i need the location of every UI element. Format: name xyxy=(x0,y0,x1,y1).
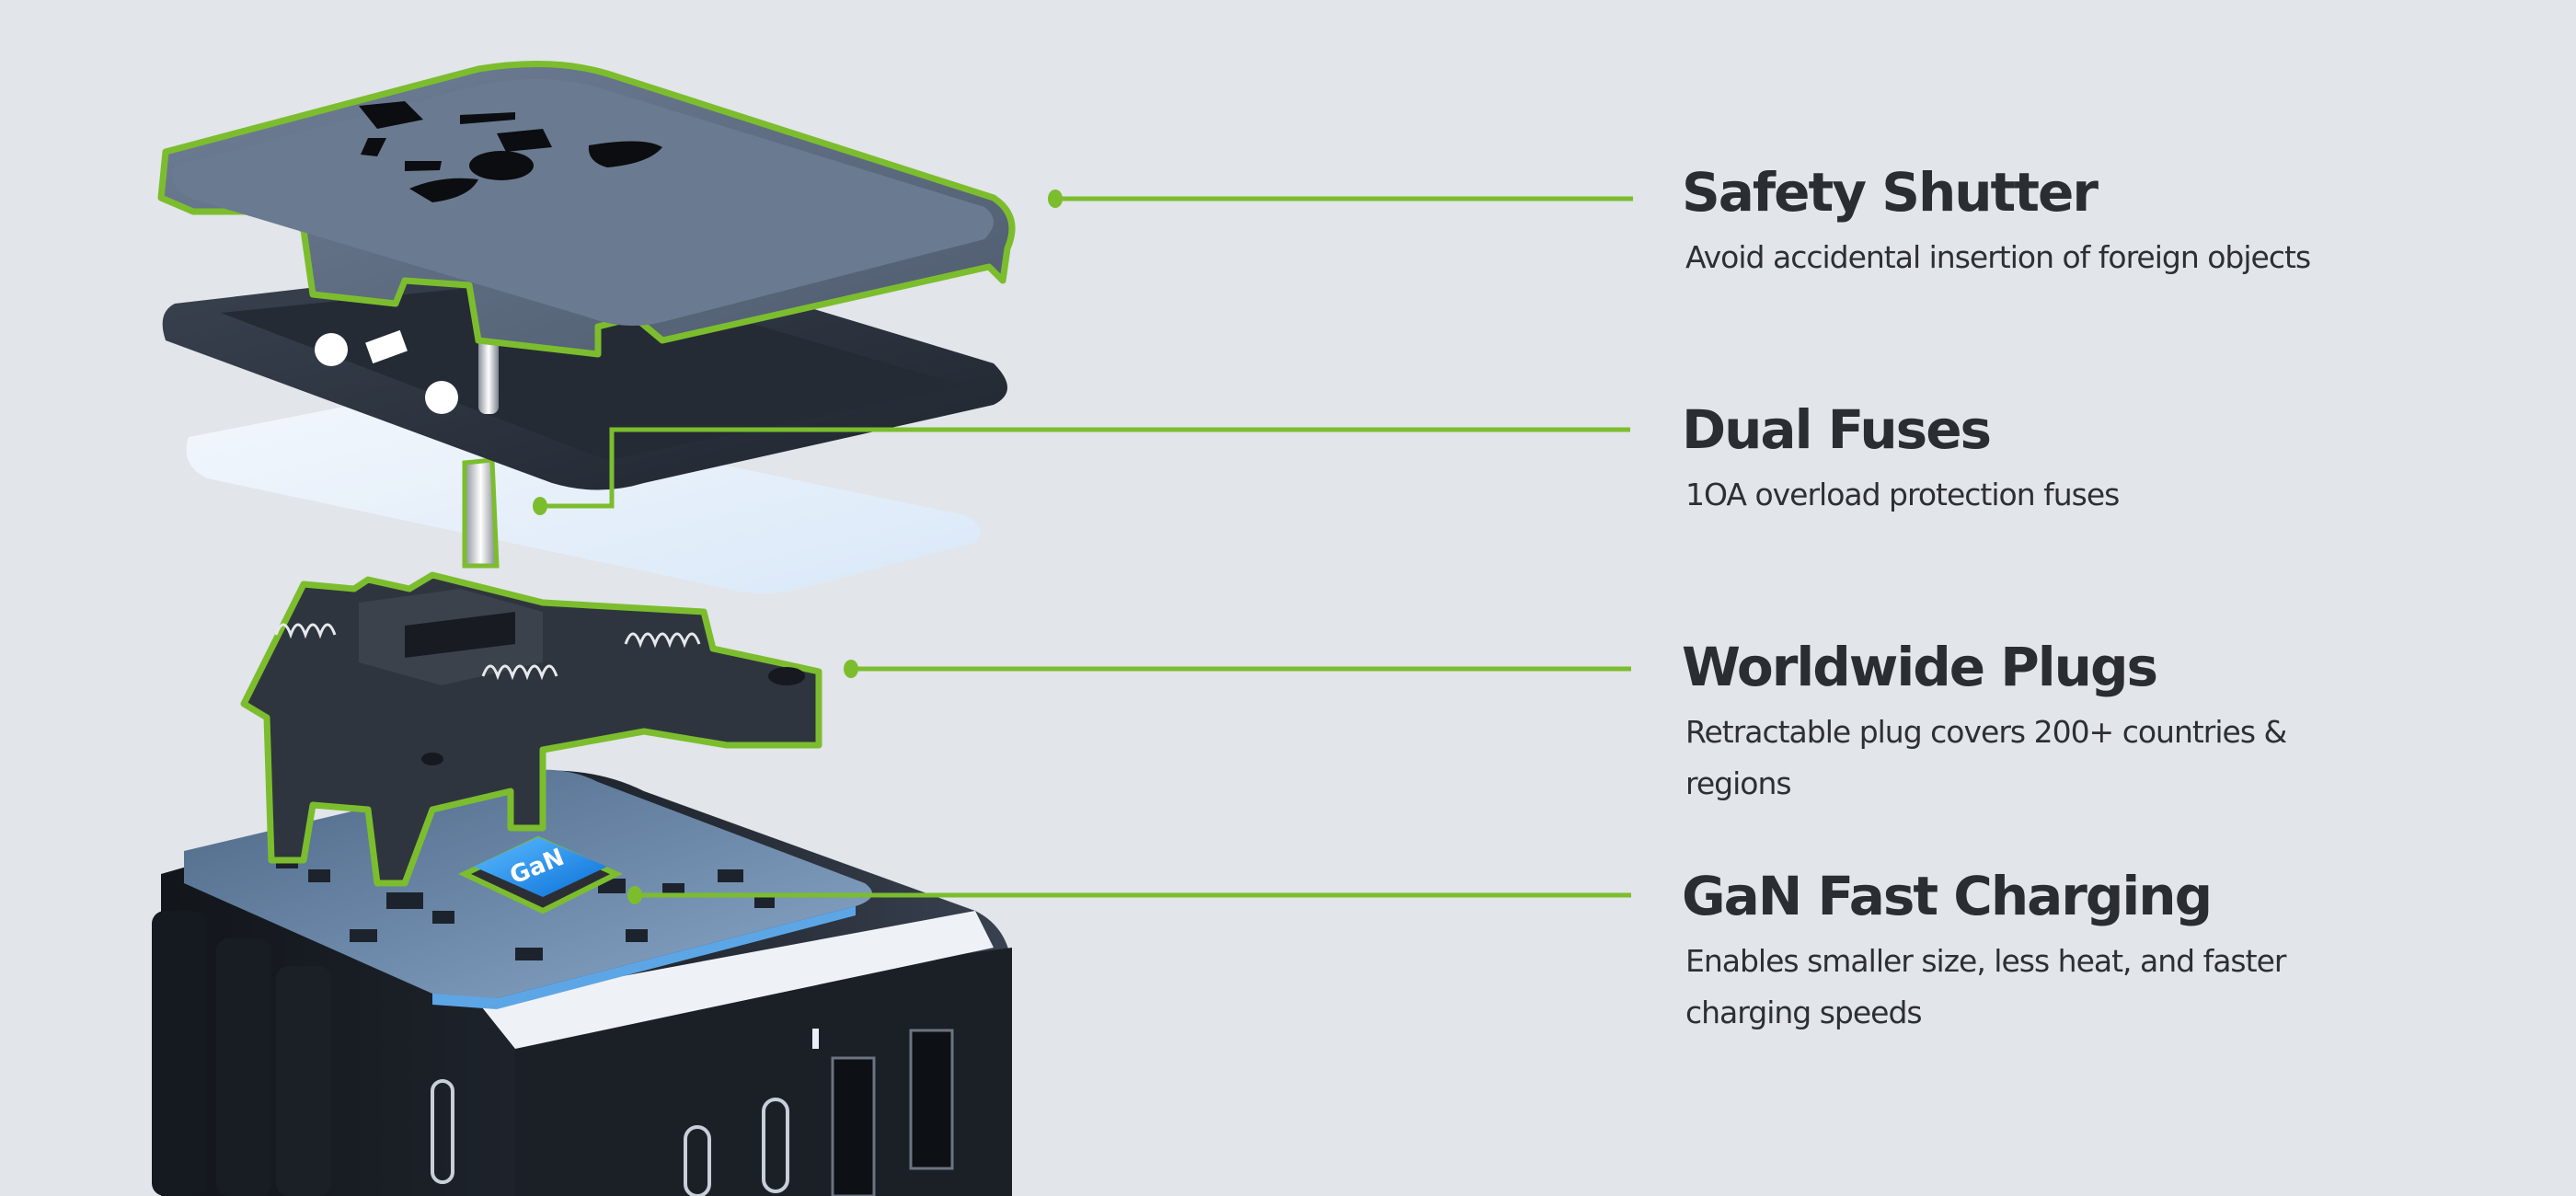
feature-title: Dual Fuses xyxy=(1682,398,1992,461)
feature-title: GaN Fast Charging xyxy=(1682,865,2213,927)
feature-safety-shutter: Safety Shutter Avoid accidental insertio… xyxy=(1682,166,2385,283)
feature-gan-fast-charging: GaN Fast Charging Enables smaller size, … xyxy=(1682,869,2311,1039)
spring-icon xyxy=(274,623,701,681)
plug-mechanism xyxy=(240,571,822,887)
callout-dot xyxy=(1048,190,1063,208)
feature-description: 1OA overload protection fuses xyxy=(1685,477,2120,512)
gan-chip: GaN xyxy=(457,835,624,914)
feature-title: Worldwide Plugs xyxy=(1682,636,2158,698)
feature-title: Safety Shutter xyxy=(1682,161,2099,224)
fuse xyxy=(462,457,500,569)
feature-description: Avoid accidental insertion of foreign ob… xyxy=(1685,239,2311,275)
exploded-adapter-illustration: GaN xyxy=(152,61,1016,1196)
usb-c-port-icon xyxy=(684,1125,711,1196)
usb-a-port-icon xyxy=(831,1056,876,1196)
feature-description: Enables smaller size, less heat, and fas… xyxy=(1685,943,2286,1030)
usb-c-port-icon xyxy=(762,1098,789,1193)
callout-safety-shutter xyxy=(1048,190,1633,208)
feature-dual-fuses: Dual Fuses 1OA overload protection fuses xyxy=(1682,403,2385,521)
feature-worldwide-plugs: Worldwide Plugs Retractable plug covers … xyxy=(1682,640,2385,810)
safety-shutter-cover xyxy=(157,61,1016,358)
usb-a-port-icon xyxy=(909,1029,954,1170)
usb-c-port-icon xyxy=(431,1079,454,1184)
feature-description: Retractable plug covers 200+ countries &… xyxy=(1685,714,2287,801)
